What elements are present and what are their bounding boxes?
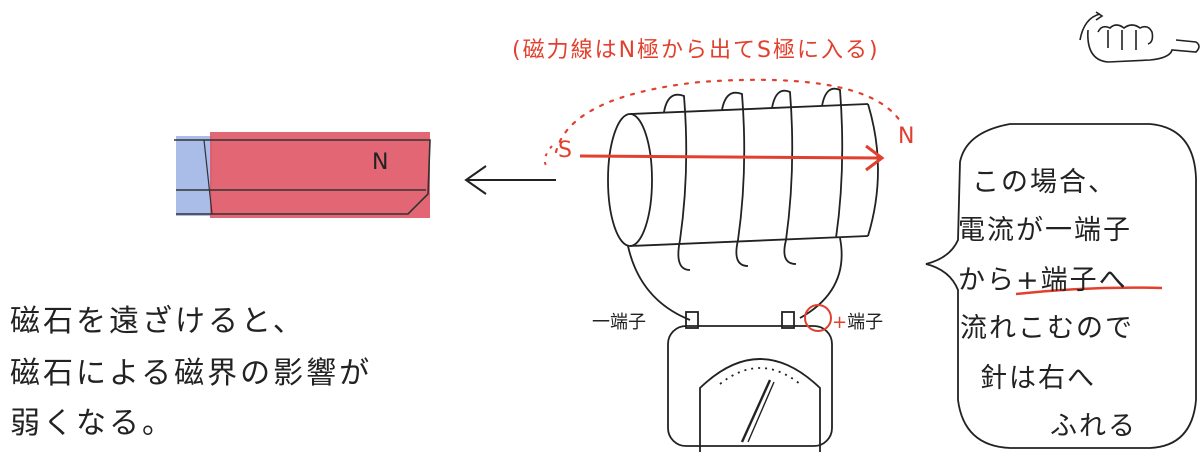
dotted-field-line bbox=[554, 78, 904, 154]
bubble-underline bbox=[1015, 286, 1163, 296]
coil-s-label: S bbox=[558, 138, 572, 163]
explanation-line-3: 弱くなる。 bbox=[10, 406, 175, 441]
explanation-line-2: 磁石による磁界の影響が bbox=[10, 356, 373, 391]
magnet-n-pole bbox=[210, 132, 430, 218]
speech-bubble bbox=[925, 123, 1197, 449]
coil bbox=[607, 87, 879, 321]
galvanometer bbox=[667, 311, 833, 452]
field-line-note: (磁力線はN極から出てS極に入る) bbox=[512, 38, 880, 63]
minus-terminal-label: 一端子 bbox=[592, 312, 646, 333]
bubble-line-3: から+端子へ bbox=[958, 258, 1128, 297]
field-arrow bbox=[579, 144, 885, 172]
bubble-line-4: 流れこむので bbox=[960, 313, 1134, 344]
meter-needle bbox=[740, 379, 772, 443]
bubble-line-3-b: +端子へ bbox=[1016, 265, 1128, 296]
bubble-line-1: この場合、 bbox=[972, 167, 1117, 198]
bubble-line-2: 電流が一端子 bbox=[958, 215, 1132, 246]
bubble-line-6: ふれる bbox=[1050, 411, 1137, 442]
plus-terminal-label: +端子 bbox=[832, 308, 883, 334]
bubble-line-3-a: から bbox=[958, 265, 1016, 296]
movement-arrow bbox=[464, 165, 556, 195]
magnet-n-label: N bbox=[372, 150, 389, 175]
bubble-line-5: 針は右へ bbox=[980, 363, 1096, 394]
plus-sign: + bbox=[832, 312, 848, 333]
coil-n-label: N bbox=[898, 124, 915, 149]
plus-terminal-circle bbox=[804, 304, 832, 332]
right-hand-rule-icon bbox=[1079, 11, 1200, 63]
bar-magnet bbox=[174, 132, 431, 218]
explanation-line-1: 磁石を遠ざけると、 bbox=[10, 304, 306, 339]
plus-terminal-text: 端子 bbox=[847, 312, 884, 333]
magnet-s-pole bbox=[176, 136, 212, 216]
